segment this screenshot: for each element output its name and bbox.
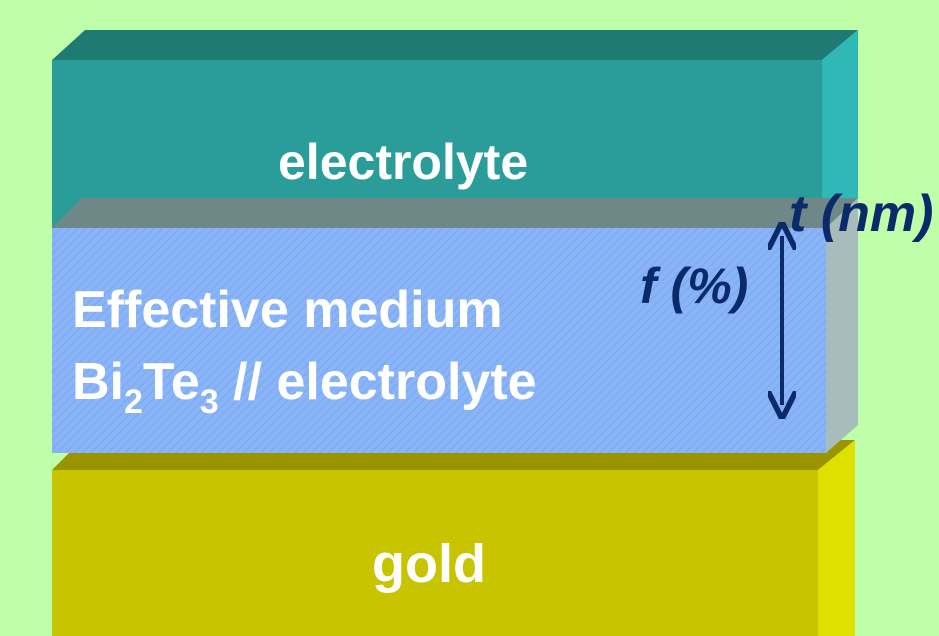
electrolyte-label: electrolyte <box>278 134 529 190</box>
thickness-label: t (nm) <box>789 185 934 243</box>
element-bi: Bi <box>72 353 124 411</box>
element-te: Te <box>142 353 200 411</box>
effective-medium-label: Effective medium <box>72 281 503 339</box>
subscript-3: 3 <box>199 383 219 421</box>
gold-label: gold <box>372 534 486 594</box>
effective-medium-layer <box>52 198 858 453</box>
material-label: Bi2Te3 // electrolyte <box>72 352 537 419</box>
electrolyte-suffix: // electrolyte <box>218 353 537 411</box>
fraction-label: f (%) <box>640 258 749 314</box>
subscript-2: 2 <box>124 383 143 421</box>
gold-layer <box>52 440 855 636</box>
